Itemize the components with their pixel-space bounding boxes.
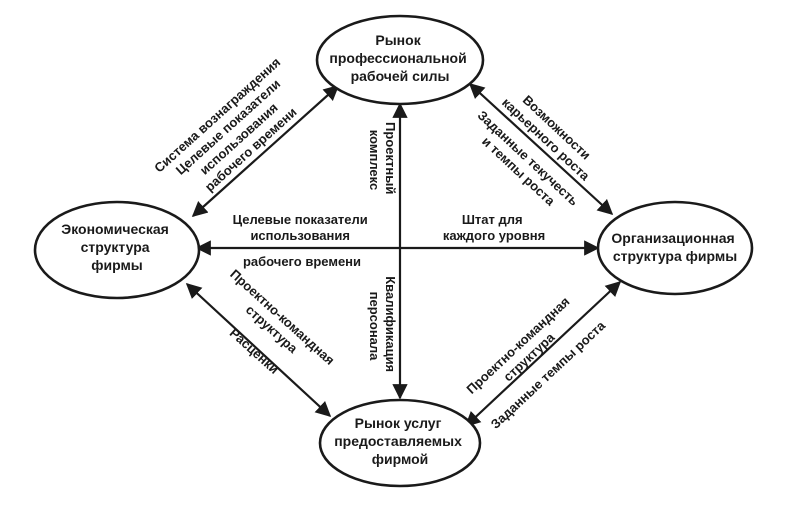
label-econ-org-left-line-1: Целевые показатели xyxy=(233,212,368,227)
node-org-structure: Организационная структура фирмы xyxy=(596,200,754,296)
label-econ-services-line-1: Проектно-командная xyxy=(227,266,337,367)
node-labor-market-line-3: рабочей силы xyxy=(351,68,450,84)
node-econ-structure-line-2: структура xyxy=(81,239,150,255)
svg-text:Рынок услуг предоставляе: Рынок услуг предоставляемых фирмой xyxy=(334,415,466,467)
node-services-market: Рынок услуг предоставляемых фирмой xyxy=(318,398,482,488)
svg-text:Проектно-командная струк: Проектно-командная структура Расценки xyxy=(198,266,341,403)
label-vertical-top-line-1: Проектный xyxy=(383,122,398,194)
label-econ-org-right-line-1: Штат для xyxy=(462,212,523,227)
label-econ-org-right: Штат для каждого уровня xyxy=(443,212,545,243)
node-services-market-line-1: Рынок услуг xyxy=(355,415,442,431)
node-services-market-line-3: фирмой xyxy=(372,451,429,467)
svg-text:Целевые показатели испол: Целевые показатели использования рабочег… xyxy=(233,212,372,269)
svg-text:Проектный комплекс: Проектный комплекс xyxy=(367,122,398,198)
label-econ-services: Проектно-командная структура Расценки xyxy=(198,266,341,403)
edge-econ-services xyxy=(185,282,332,418)
label-econ-org-left-line-2: использования xyxy=(250,228,350,243)
svg-text:Экономическая структура: Экономическая структура фирмы xyxy=(61,221,173,273)
edge-org-services xyxy=(464,280,622,428)
svg-text:Система вознаграждения Ц: Система вознаграждения Целевые показател… xyxy=(151,52,318,211)
node-labor-market: Рынок профессиональной рабочей силы xyxy=(315,14,485,106)
label-vertical-bottom-line-1: Квалификация xyxy=(383,276,398,372)
label-vertical-bottom: Квалификация персонала xyxy=(367,276,398,376)
label-econ-org-left: Целевые показатели использования рабочег… xyxy=(233,212,372,269)
node-org-structure-line-1: Организационная xyxy=(611,230,734,246)
node-org-structure-line-2: структура фирмы xyxy=(613,248,737,264)
svg-text:Проектно-командная струк: Проектно-командная структура Заданные те… xyxy=(459,287,609,432)
node-econ-structure-line-3: фирмы xyxy=(91,257,143,273)
edge-labor-org xyxy=(468,82,614,216)
edge-econ-labor xyxy=(191,84,340,218)
node-labor-market-line-1: Рынок xyxy=(375,32,421,48)
label-econ-org-right-line-2: каждого уровня xyxy=(443,228,545,243)
label-vertical-bottom-line-2: персонала xyxy=(367,292,382,362)
label-econ-labor: Система вознаграждения Целевые показател… xyxy=(151,52,318,211)
label-vertical-top-line-2: комплекс xyxy=(367,130,382,190)
label-vertical-top: Проектный комплекс xyxy=(367,122,398,198)
svg-text:Организационная структур: Организационная структура фирмы xyxy=(611,230,738,264)
node-econ-structure: Экономическая структура фирмы xyxy=(33,200,201,300)
svg-text:Штат для каждого уровня: Штат для каждого уровня xyxy=(443,212,545,243)
label-org-services: Проектно-командная структура Заданные те… xyxy=(459,287,609,432)
svg-text:Квалификация персонала: Квалификация персонала xyxy=(367,276,398,376)
label-org-services-line-1: Проектно-командная xyxy=(463,294,572,397)
label-econ-org-left-line-3: рабочего времени xyxy=(243,254,361,269)
node-labor-market-line-2: профессиональной xyxy=(329,50,466,66)
svg-text:Рынок профессиональной: Рынок профессиональной рабочей силы xyxy=(329,32,470,84)
node-services-market-line-2: предоставляемых xyxy=(334,433,462,449)
node-econ-structure-line-1: Экономическая xyxy=(61,221,169,237)
